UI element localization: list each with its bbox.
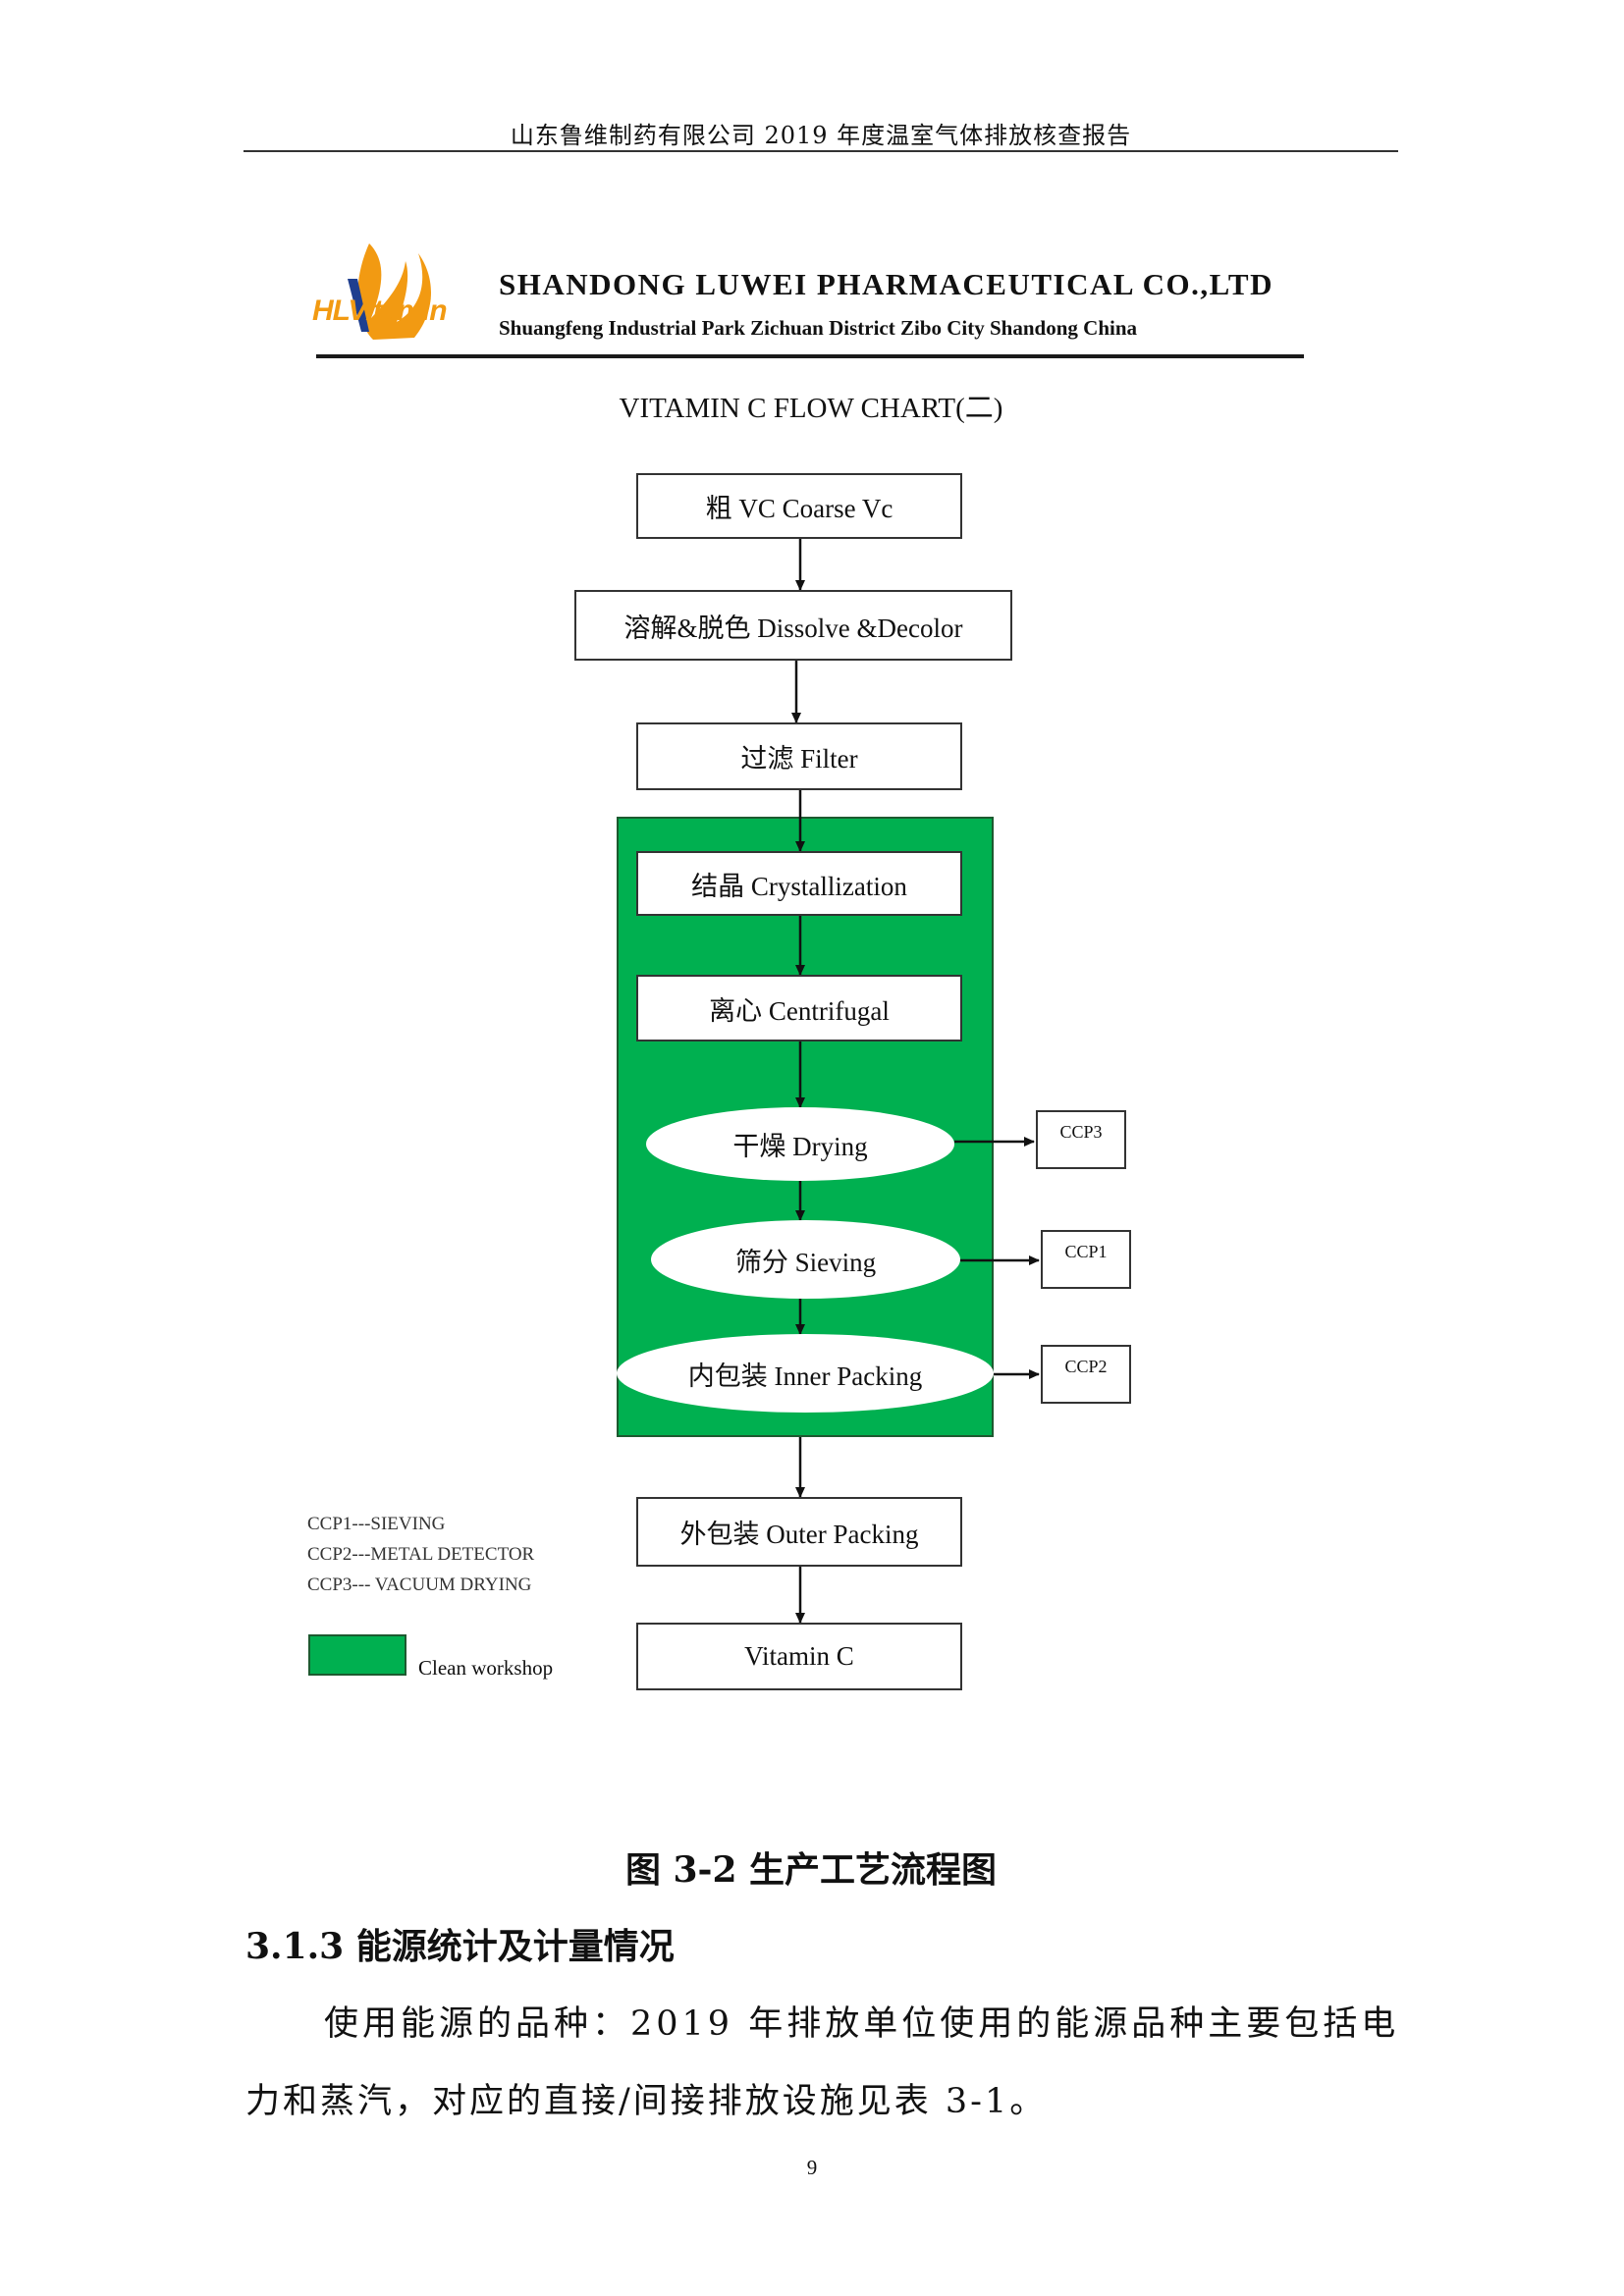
figure-caption: 图 3-2 生产工艺流程图 (624, 1849, 998, 1891)
body-paragraph-line-1: 使用能源的品种：2019 年排放单位使用的能源品种主要包括电 (324, 2004, 1400, 2044)
header-rule (244, 150, 1398, 152)
report-header-title: 山东鲁维制药有限公司 2019 年度温室气体排放核查报告 (510, 122, 1132, 149)
step-drying: 干燥 Drying (646, 1107, 954, 1181)
step-vitamin-c: Vitamin C (636, 1623, 962, 1690)
company-address: Shuangfeng Industrial Park Zichuan Distr… (499, 316, 1138, 340)
step-sieving: 筛分 Sieving (651, 1220, 960, 1299)
step-inner-packing: 内包装 Inner Packing (617, 1334, 994, 1413)
legend-clean-label: Clean workshop (418, 1656, 554, 1680)
page-number: 9 (806, 2156, 818, 2179)
body-paragraph-line-2: 力和蒸汽，对应的直接/间接排放设施见表 3-1。 (245, 2082, 1048, 2121)
step-centrifugal: 离心 Centrifugal (636, 975, 962, 1041)
step-dissolve-decolor: 溶解&脱色 Dissolve &Decolor (574, 590, 1012, 661)
logo-text: HLVitamin (312, 294, 448, 327)
ccp2-box: CCP2 (1041, 1345, 1131, 1404)
company-logo: HLVitamin (312, 224, 479, 361)
legend-ccp2: CCP2---METAL DETECTOR (307, 1544, 535, 1565)
legend-ccp1: CCP1---SIEVING (307, 1514, 446, 1534)
company-name: SHANDONG LUWEI PHARMACEUTICAL CO.,LTD (499, 267, 1273, 301)
ccp1-box: CCP1 (1041, 1230, 1131, 1289)
step-crystallization: 结晶 Crystallization (636, 851, 962, 916)
step-coarse-vc: 粗 VC Coarse Vc (636, 473, 962, 539)
section-heading: 3.1.3 能源统计及计量情况 (245, 1926, 675, 1967)
legend-ccp3: CCP3--- VACUUM DRYING (307, 1575, 532, 1595)
flame-logo-icon (348, 243, 431, 340)
legend-clean-swatch (308, 1634, 406, 1676)
step-outer-packing: 外包装 Outer Packing (636, 1497, 962, 1567)
letterhead-rule (316, 354, 1304, 358)
flowchart-title: VITAMIN C FLOW CHART(二) (619, 393, 1003, 424)
ccp3-box: CCP3 (1036, 1110, 1126, 1169)
step-filter: 过滤 Filter (636, 722, 962, 790)
